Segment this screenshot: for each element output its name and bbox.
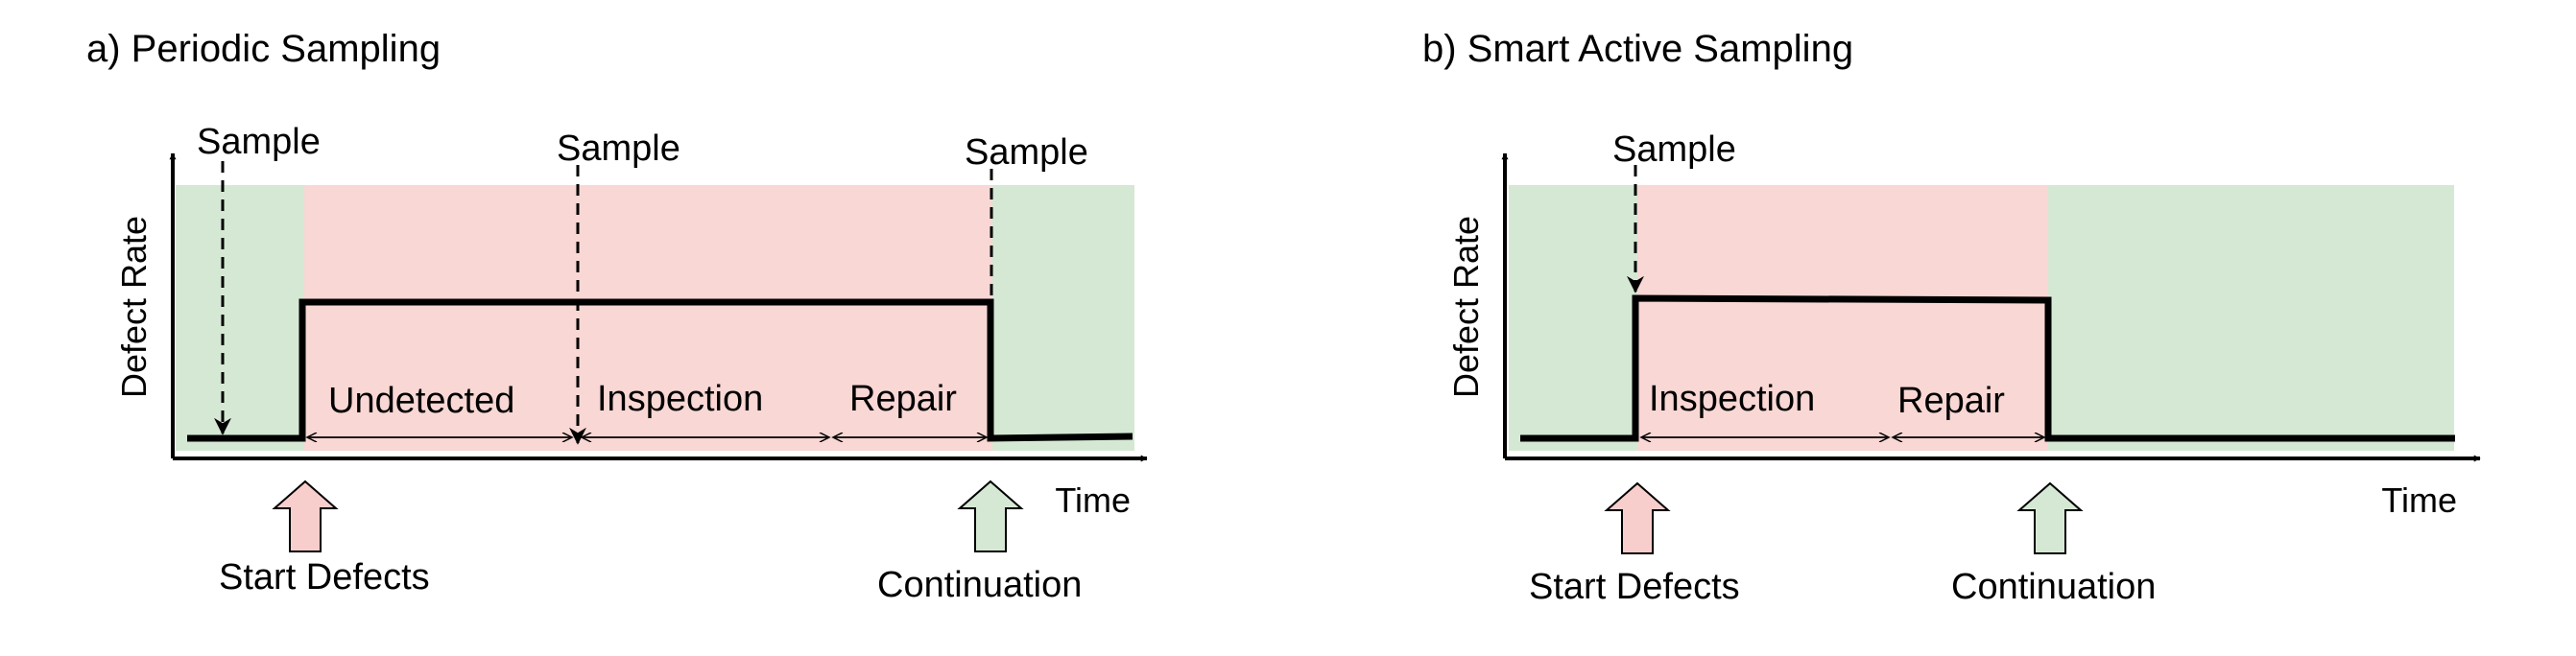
- panel-b-defect-curve: [1520, 294, 2455, 442]
- panel-a-defect-zone: [304, 185, 992, 451]
- panel-b-title: b) Smart Active Sampling: [1422, 28, 1853, 70]
- panel-b-ok-zone-left: [1509, 185, 1637, 451]
- panel-b-x-axis-label: Time: [2381, 480, 2457, 520]
- panel-a-continuation-arrow-icon: [957, 480, 1024, 552]
- panel-b-continuation-label: Continuation: [1951, 567, 2156, 607]
- panel-a-ok-zone-left: [176, 185, 304, 451]
- panel-b-phase-repair: Repair: [1897, 381, 2005, 421]
- panel-b-y-axis-label: Defect Rate: [1446, 216, 1486, 398]
- panel-b-ok-zone-right: [2048, 185, 2454, 451]
- panel-a-phase-undetected: Undetected: [328, 381, 514, 421]
- panel-b: b) Smart Active Sampling Defect Rate Tim…: [1422, 28, 2481, 607]
- panel-a-x-axis-label: Time: [1055, 480, 1131, 520]
- panel-a-ok-zone-right: [992, 185, 1134, 451]
- panel-a-title: a) Periodic Sampling: [86, 28, 441, 70]
- panel-b-phase-inspection: Inspection: [1649, 379, 1815, 419]
- panel-b-continuation-arrow-icon: [2016, 481, 2084, 554]
- panel-a-phase-inspection: Inspection: [597, 379, 763, 419]
- panel-a-sample-label-3: Sample: [965, 132, 1088, 173]
- panel-b-defect-zone: [1637, 185, 2048, 451]
- panel-a-continuation-label: Continuation: [877, 565, 1082, 605]
- panel-a: a) Periodic Sampling Defect Rate Time Sa…: [86, 28, 1148, 605]
- panel-b-start-defects-label: Start Defects: [1529, 567, 1740, 607]
- panel-a-start-defects-arrow-icon: [272, 480, 339, 552]
- panel-a-sample-label-1: Sample: [197, 122, 321, 162]
- panel-a-y-axis-label: Defect Rate: [114, 216, 154, 398]
- panel-a-start-defects-label: Start Defects: [219, 557, 430, 597]
- panel-a-defect-curve: [187, 298, 1133, 442]
- panel-a-sample-label-2: Sample: [557, 129, 680, 169]
- panel-a-phase-repair: Repair: [849, 379, 957, 419]
- panel-b-start-defects-arrow-icon: [1604, 481, 1671, 554]
- panel-b-sample-label: Sample: [1612, 129, 1736, 170]
